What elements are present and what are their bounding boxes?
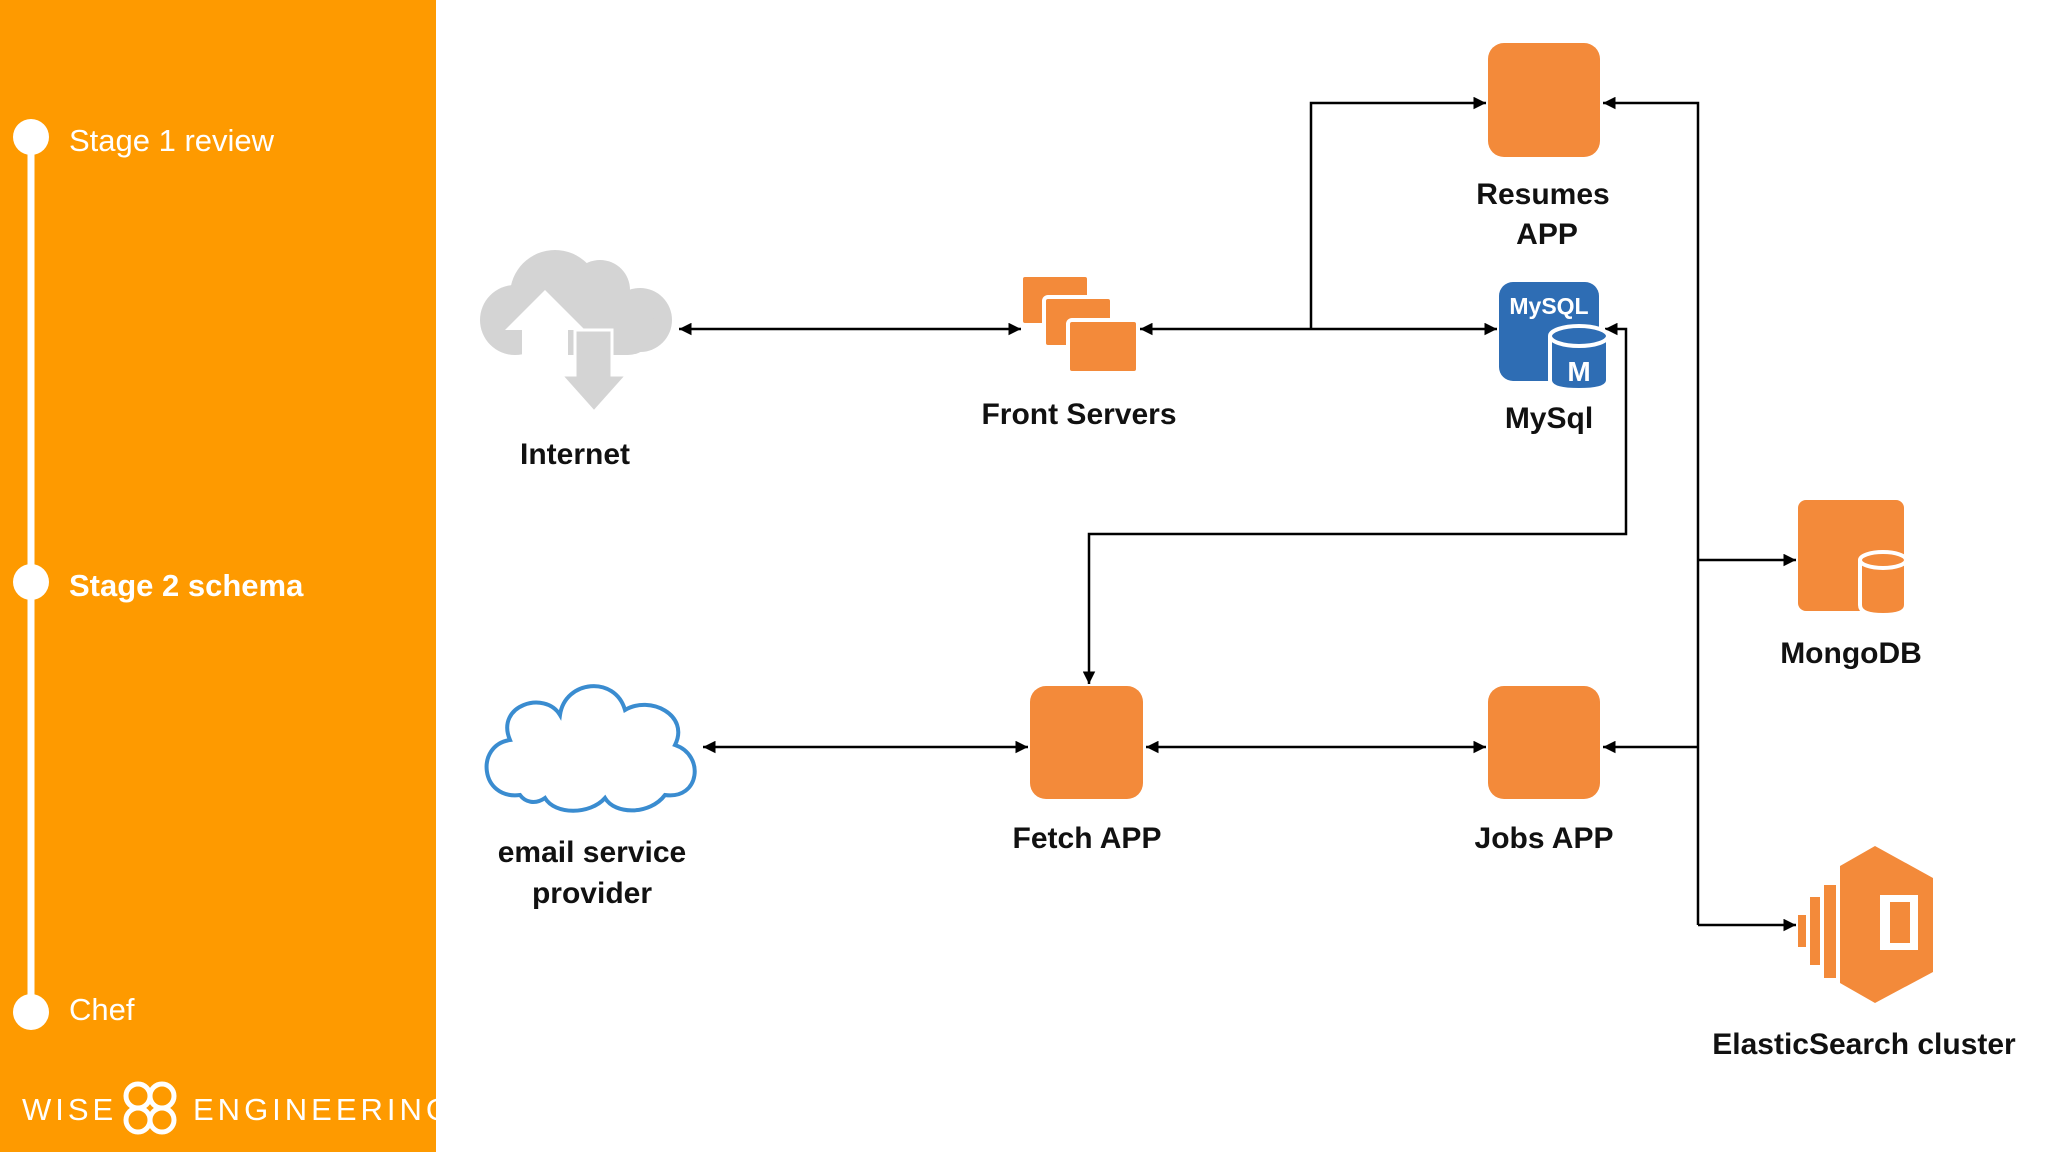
sidebar [0,0,436,1152]
resumes-label-line1: Resumes [1476,178,1609,211]
stage-timeline: Stage 1 review Stage 2 schema Chef [13,119,304,1030]
mongodb-node[interactable]: MongoDB [1780,500,1922,670]
fetch-app-node[interactable]: Fetch APP [1013,686,1162,855]
edge-mysql-fetch [1082,322,1628,684]
elasticsearch-icon [1798,846,1933,1003]
stage-3-label[interactable]: Chef [69,992,135,1027]
cloud-icon [484,684,697,813]
elasticsearch-label: ElasticSearch cluster [1712,1028,2016,1061]
app-box-icon [1030,686,1143,799]
servers-icon [1019,273,1140,375]
edge-front-resumes [1309,96,1486,329]
wise-engineering-logo: WISE ENGINEERING [22,1081,454,1135]
database-icon [1798,500,1908,618]
elasticsearch-node[interactable]: ElasticSearch cluster [1712,846,2016,1061]
cloud-upload-download-icon [480,250,672,415]
resumes-label-line2: APP [1516,218,1578,251]
stage-dot[interactable] [13,119,49,155]
stage-1-label[interactable]: Stage 1 review [69,123,275,158]
app-box-icon [1488,43,1600,157]
stage-2-label[interactable]: Stage 2 schema [69,568,304,603]
stage-dot[interactable] [13,994,49,1030]
email-label-line1: email service [498,836,686,869]
logo-text-left: WISE [22,1092,117,1127]
mysql-logo-text: MySQL [1509,293,1588,319]
jobs-app-node[interactable]: Jobs APP [1475,686,1614,855]
mysql-node[interactable]: MySQL M MySql [1499,282,1610,435]
jobs-label: Jobs APP [1475,822,1614,855]
mysql-db-letter: M [1567,356,1590,387]
connectors [679,96,1796,932]
fetch-label: Fetch APP [1013,822,1162,855]
internet-node[interactable]: Internet [480,250,672,471]
mysql-label: MySql [1505,402,1593,435]
stage-dot[interactable] [13,564,49,600]
front-servers-label: Front Servers [981,398,1176,431]
front-servers-node[interactable]: Front Servers [981,273,1177,431]
mongodb-label: MongoDB [1780,637,1922,670]
email-label-line2: provider [532,877,652,910]
email-service-node[interactable]: email service provider [484,684,697,910]
logo-text-right: ENGINEERING [193,1092,454,1127]
mysql-icon: MySQL M [1499,282,1610,393]
resumes-app-node[interactable]: Resumes APP [1476,43,1610,251]
edge-bus-resumes [1603,96,1700,925]
internet-label: Internet [520,438,630,471]
logo-flower-icon [123,1081,177,1135]
app-box-icon [1488,686,1600,799]
